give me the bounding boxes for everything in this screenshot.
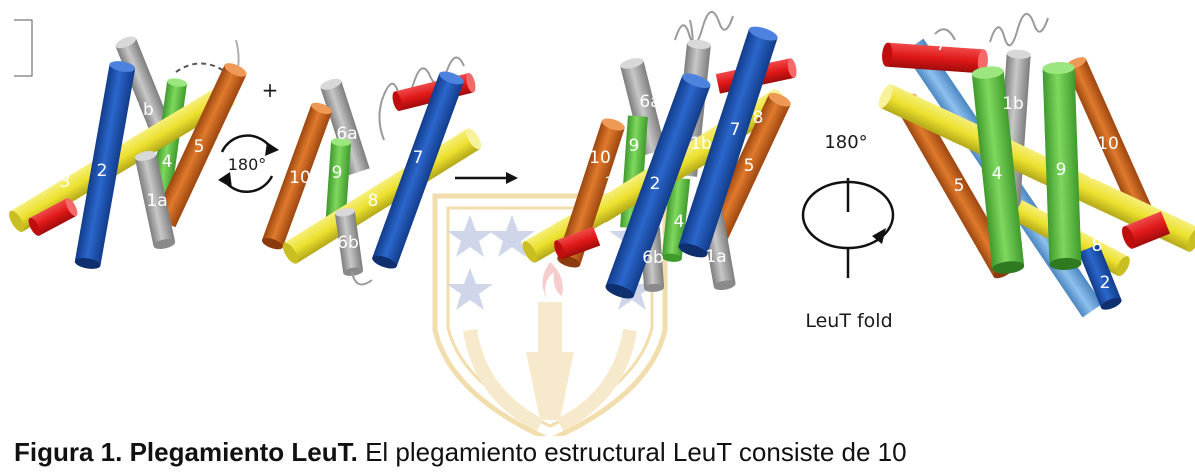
caption-text: El plegamiento estructural LeuT consiste… [358,437,907,467]
helix-label: 3 [605,174,616,194]
leut-fold-figure: 1b 2 3 4 5 1a + 180° [0,0,1195,436]
helix-label: 5 [954,176,965,196]
side-view-fold: 7 1b 10 5 4 9 3 8 2 [876,14,1195,317]
helix-label: 3 [60,172,71,192]
helix-label: 9 [332,163,343,183]
fold-name-label: LeuT fold [805,310,892,332]
helix-label: 1b [690,134,712,154]
helix-label: 1a [705,247,726,267]
helix-label: 5 [194,137,205,157]
helix-label: 9 [629,136,640,156]
helix-label: 7 [730,120,741,140]
helix-label: 1b [132,100,154,120]
helix-label: 6a [639,92,660,112]
helix-label: 10 [589,148,611,168]
left-half-repeat: 1b 2 3 4 5 1a [6,34,248,271]
helix-label: 4 [162,152,173,172]
helix-label: 6a [336,124,357,144]
right-half-repeat: 6a 10 9 8 7 6b [260,57,484,284]
helix-label: 8 [753,108,764,128]
helix-label: 10 [1097,134,1119,154]
assembled-fold: 6a 10 9 3 2 1b 7 8 5 4 6b 1a [520,12,799,302]
figure-caption: Figura 1. Plegamiento LeuT. El plegamien… [14,437,907,468]
helix-label: 8 [1092,236,1103,256]
helix-label: 9 [1056,160,1067,180]
crop-mark [14,20,32,76]
helix-label: 1b [1002,94,1024,114]
helix-label: 7 [413,148,424,168]
rotation-label-right: 180° [824,132,867,153]
helix-label: 3 [1089,164,1100,184]
helix-label: 2 [650,174,661,194]
helix-label: 6b [337,233,359,253]
helix-label: 5 [744,156,755,176]
helix-label: 2 [97,161,108,181]
helix-label: 6b [642,248,664,268]
helix-label: 10 [289,168,311,188]
rotation-axis-icon [803,178,893,278]
plus-sign: + [262,78,279,102]
rotation-label-left: 180° [228,155,267,174]
helix-label: 8 [368,191,379,211]
helix-label: 4 [992,164,1003,184]
helix-label: 7 [936,35,947,55]
helix-label: 4 [674,212,685,232]
caption-title: Figura 1. Plegamiento LeuT. [14,437,358,467]
helix-label: 1a [146,191,167,211]
assembly-arrow [455,172,518,184]
helix-label: 2 [1100,273,1111,293]
